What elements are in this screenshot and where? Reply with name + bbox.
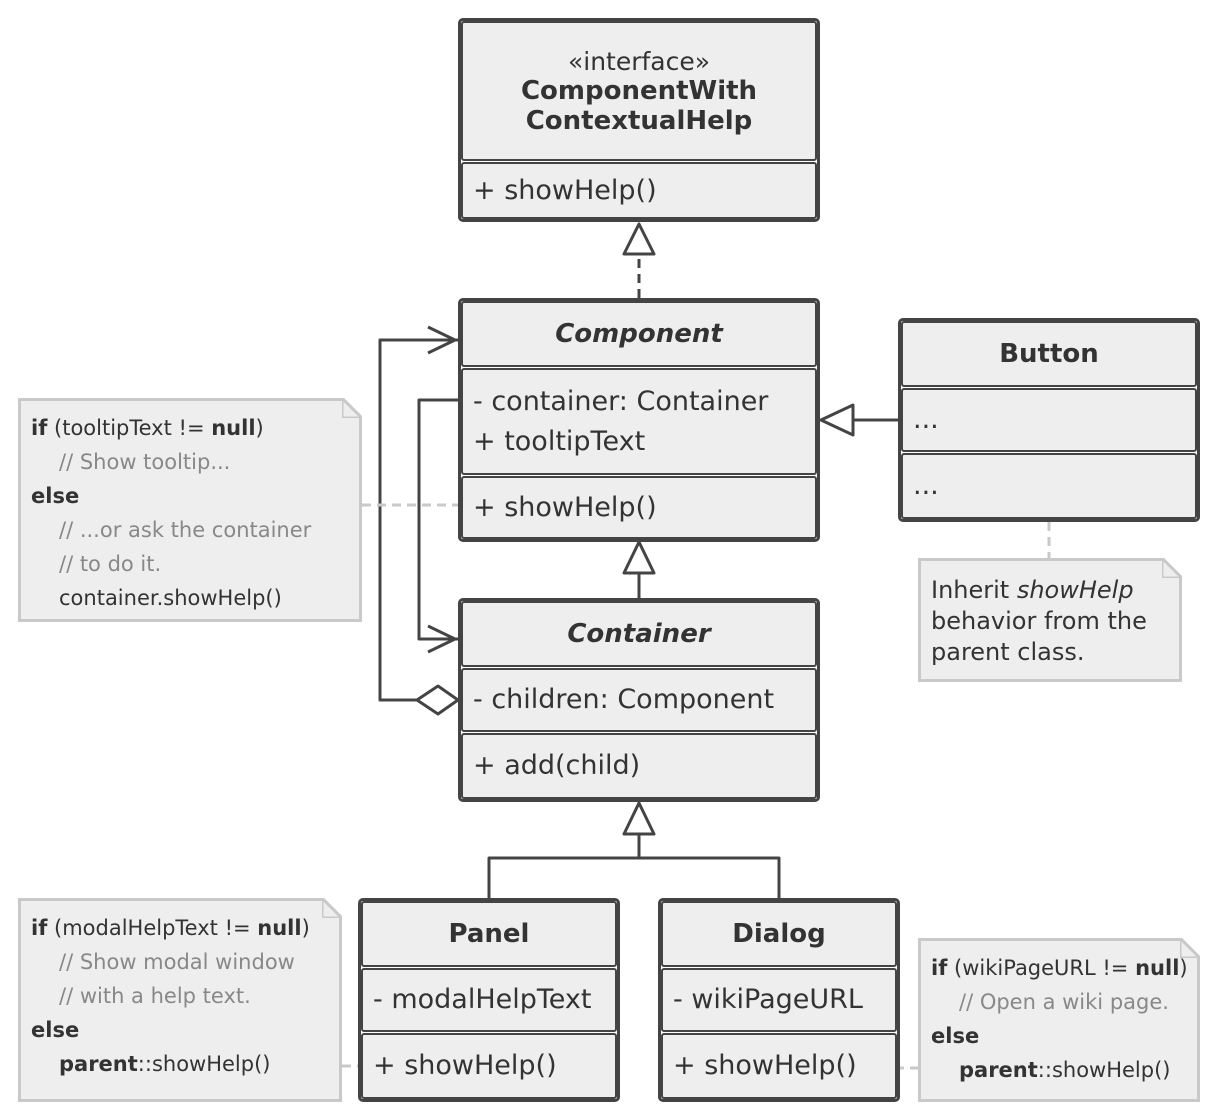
interface-name-line1: ComponentWith	[520, 75, 758, 106]
component-header: Component	[461, 301, 817, 367]
component-method-showhelp: + showHelp()	[473, 491, 657, 523]
association-arrowhead	[427, 624, 457, 654]
dialog-method-showhelp: + showHelp()	[673, 1050, 857, 1081]
note-comment: // Show tooltip...	[59, 450, 231, 474]
aggregation-line	[378, 338, 458, 702]
component-field-tooltip: + tooltipText	[473, 425, 646, 457]
note-fold-icon	[1180, 938, 1200, 958]
container-inherit-arrowhead	[622, 540, 656, 575]
component-field-container: - container: Container	[473, 385, 769, 417]
dialog-fields: - wikiPageURL	[661, 968, 897, 1032]
note-line: Inherit showHelp	[931, 576, 1134, 604]
note-fold-icon	[1162, 558, 1182, 578]
note-comment: // Open a wiki page.	[959, 990, 1169, 1014]
class-container: Container - children: Component + add(ch…	[458, 598, 820, 802]
interface-methods: + showHelp()	[461, 162, 817, 219]
note-component-showhelp: if (tooltipText != null) // Show tooltip…	[18, 398, 362, 622]
class-button: Button ... ...	[898, 318, 1200, 522]
panel-name: Panel	[448, 919, 530, 949]
note-keyword: else	[31, 1018, 80, 1042]
button-inherit-arrowhead	[819, 403, 855, 437]
note-fold-icon	[342, 398, 362, 418]
note-keyword: else	[31, 484, 80, 508]
dialog-methods: + showHelp()	[661, 1033, 897, 1099]
note-comment: // Show modal window	[59, 950, 295, 974]
panel-methods: + showHelp()	[361, 1033, 617, 1099]
note-line: parent class.	[931, 638, 1085, 666]
dialog-name: Dialog	[732, 919, 826, 949]
note-comment: // ...or ask the container	[59, 518, 312, 542]
button-name: Button	[999, 339, 1099, 369]
aggregation-diamond	[415, 684, 460, 716]
container-name: Container	[567, 619, 711, 649]
note-dialog-showhelp: if (wikiPageURL != null) // Open a wiki …	[918, 938, 1200, 1102]
button-methods: ...	[901, 453, 1197, 519]
interface-component-with-contextual-help: «interface» ComponentWith ContextualHelp…	[458, 18, 820, 222]
association-line	[417, 398, 458, 641]
note-fold-icon	[322, 898, 342, 918]
interface-header: «interface» ComponentWith ContextualHelp	[461, 21, 817, 161]
note-keyword: else	[931, 1024, 980, 1048]
container-fields: - children: Component	[461, 668, 817, 732]
note-line: if (wikiPageURL != null)	[931, 956, 1188, 980]
note-line: behavior from the	[931, 607, 1147, 635]
panel-field-modalhelptext: - modalHelpText	[373, 984, 592, 1015]
note-code: parent::showHelp()	[959, 1058, 1171, 1082]
note-panel-showhelp: if (modalHelpText != null) // Show modal…	[18, 898, 342, 1102]
dialog-header: Dialog	[661, 901, 897, 967]
subclass-inherit-line	[487, 856, 781, 898]
panel-header: Panel	[361, 901, 617, 967]
note-button-inherit: Inherit showHelp behavior from the paren…	[918, 558, 1182, 682]
component-methods: + showHelp()	[461, 476, 817, 539]
container-methods: + add(child)	[461, 733, 817, 799]
note-code: container.showHelp()	[59, 586, 282, 610]
class-component: Component - container: Container + toolt…	[458, 298, 820, 542]
note-comment: // to do it.	[59, 552, 162, 576]
component-name: Component	[555, 319, 723, 349]
class-panel: Panel - modalHelpText + showHelp()	[358, 898, 620, 1102]
component-fields: - container: Container + tooltipText	[461, 368, 817, 475]
dialog-field-wikipageurl: - wikiPageURL	[673, 984, 863, 1015]
panel-fields: - modalHelpText	[361, 968, 617, 1032]
container-header: Container	[461, 601, 817, 667]
interface-stereotype: «interface»	[567, 46, 711, 76]
note-comment: // with a help text.	[59, 984, 251, 1008]
interface-name-line2: ContextualHelp	[525, 105, 753, 136]
container-field-children: - children: Component	[473, 684, 775, 715]
button-fields: ...	[901, 388, 1197, 452]
subclass-inherit-arrowhead	[622, 801, 656, 836]
note-line: if (tooltipText != null)	[31, 416, 264, 440]
note-line: if (modalHelpText != null)	[31, 916, 310, 940]
container-method-add: + add(child)	[473, 750, 641, 781]
class-dialog: Dialog - wikiPageURL + showHelp()	[658, 898, 900, 1102]
button-methods-ellipsis: ...	[913, 470, 939, 501]
realization-arrowhead	[622, 222, 656, 256]
aggregation-arrowhead	[427, 325, 457, 355]
note-code: parent::showHelp()	[59, 1052, 271, 1076]
button-fields-ellipsis: ...	[913, 404, 939, 435]
panel-method-showhelp: + showHelp()	[373, 1050, 557, 1081]
button-header: Button	[901, 321, 1197, 387]
interface-method-showhelp: + showHelp()	[473, 174, 657, 206]
